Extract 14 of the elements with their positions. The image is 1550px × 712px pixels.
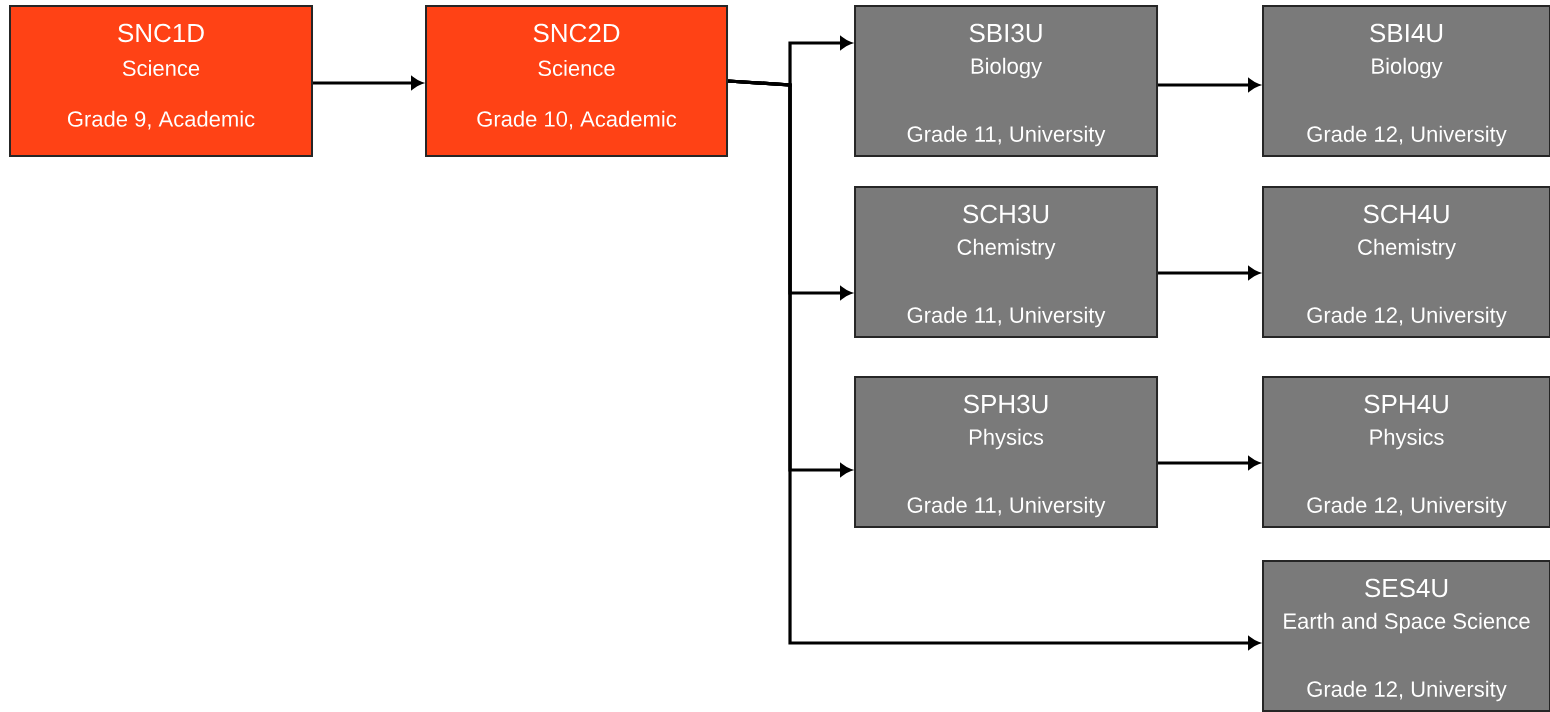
arrow (1158, 78, 1260, 92)
arrow (1158, 456, 1260, 470)
course-box: SPH3U Physics Grade 11, University (854, 376, 1158, 528)
arrow (313, 76, 423, 90)
course-box: SBI3U Biology Grade 11, University (854, 5, 1158, 157)
course-box: SCH4U Chemistry Grade 12, University (1262, 186, 1550, 338)
course-box: SNC1D Science Grade 9, Academic (9, 5, 313, 157)
course-box: SCH3U Chemistry Grade 11, University (854, 186, 1158, 338)
course-box: SBI4U Biology Grade 12, University (1262, 5, 1550, 157)
course-box: SNC2D Science Grade 10, Academic (425, 5, 728, 157)
course-box: SPH4U Physics Grade 12, University (1262, 376, 1550, 528)
course-box: SES4U Earth and Space Science Grade 12, University (1262, 560, 1550, 712)
arrow (1158, 266, 1260, 280)
arrow (727, 79, 1260, 650)
